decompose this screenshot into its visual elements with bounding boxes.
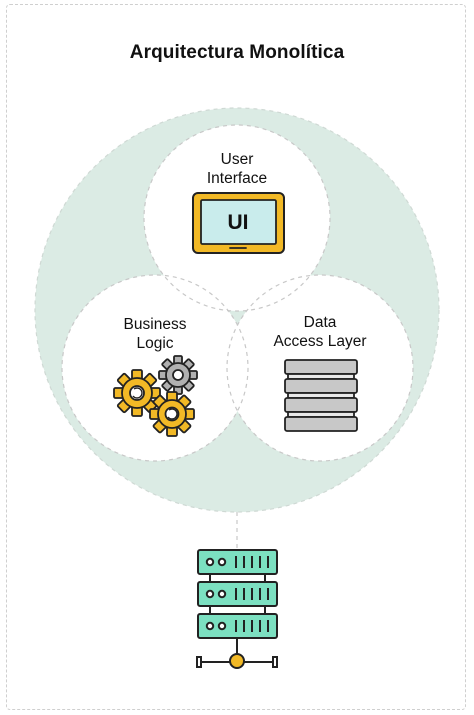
business-logic-label-line1: Business (123, 316, 187, 333)
data-access-label-line1: Data (303, 314, 337, 331)
business-logic-circle (62, 275, 248, 461)
server-unit-2 (197, 581, 278, 607)
gears-icon (113, 355, 198, 437)
gear-gray-icon (158, 355, 198, 395)
business-logic-label: Business Logic (95, 315, 215, 353)
server-connector-icon (229, 653, 245, 669)
gear-yellow-small-icon (149, 391, 195, 437)
business-logic-label-line2: Logic (136, 335, 174, 352)
tablet-screen-text: UI (228, 211, 249, 234)
diagram-title: Arquitectura Monolítica (129, 42, 345, 63)
data-access-outline (226, 274, 414, 462)
tablet-ui-icon: UI (192, 192, 285, 254)
server-unit-1 (197, 549, 278, 575)
data-access-label-line2: Access Layer (273, 333, 367, 350)
business-logic-outline (61, 274, 249, 462)
database-stack-icon (284, 359, 358, 432)
server-unit-3 (197, 613, 278, 639)
data-access-label: Data Access Layer (255, 313, 385, 351)
user-interface-label-line1: User (220, 151, 254, 168)
diagram-frame (6, 4, 466, 710)
user-interface-label-line2: Interface (206, 170, 268, 187)
user-interface-label: User Interface (177, 150, 297, 188)
gear-yellow-large-icon (113, 369, 161, 417)
server-rack-icon (196, 549, 278, 669)
user-interface-outline (143, 124, 331, 312)
